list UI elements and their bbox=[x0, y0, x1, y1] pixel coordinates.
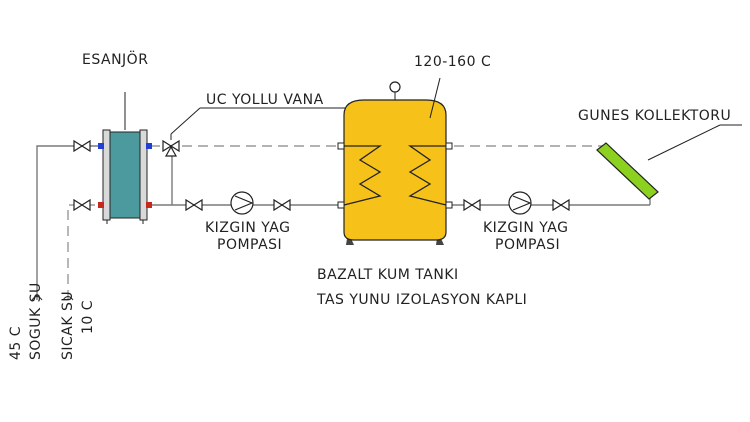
hot-water-pipe bbox=[67, 204, 105, 300]
valve-hot-inlet bbox=[73, 198, 91, 212]
cold-water-pipe bbox=[36, 145, 105, 300]
tank-coil-left bbox=[343, 145, 383, 206]
valve-right-pump-in bbox=[463, 198, 481, 212]
exchanger-port-hot-oil-return bbox=[146, 143, 152, 149]
three-way-valve-label: UC YOLLU VANA bbox=[206, 92, 324, 108]
hot-water-temp-label: 10 C bbox=[80, 300, 96, 334]
valve-cold-inlet bbox=[73, 139, 91, 153]
heat-exchanger bbox=[98, 92, 152, 224]
right-pump-label-line2: POMPASI bbox=[495, 237, 560, 253]
valve-left-pump-out bbox=[273, 198, 291, 212]
valve-right-pump-out bbox=[552, 198, 570, 212]
right-pump-label-line1: KIZGIN YAG bbox=[483, 220, 568, 236]
exchanger-port-cold bbox=[98, 143, 104, 149]
left-pump-label-line2: POMPASI bbox=[217, 237, 282, 253]
pump-left bbox=[230, 191, 254, 215]
exchanger-label: ESANJÖR bbox=[82, 50, 148, 68]
tank-coil-right bbox=[407, 145, 447, 206]
tank-temperature-label: 120-160 C bbox=[414, 54, 491, 70]
left-pump-label-line1: KIZGIN YAG bbox=[205, 220, 290, 236]
cold-water-label: SOGUK SU bbox=[28, 282, 44, 360]
pump-right bbox=[508, 191, 532, 215]
exchanger-port-hot-oil-supply bbox=[146, 202, 152, 208]
tank-label-line2: TAS YUNU IZOLASYON KAPLI bbox=[316, 292, 527, 308]
hot-water-label: SICAK SU bbox=[60, 291, 76, 360]
solar-collector bbox=[596, 124, 742, 200]
three-way-valve bbox=[162, 107, 350, 157]
basalt-sand-tank bbox=[337, 77, 453, 245]
gate-valves bbox=[73, 139, 570, 212]
tank-label-line1: BAZALT KUM TANKI bbox=[317, 267, 459, 283]
cold-water-temp-label: 45 C bbox=[8, 326, 24, 360]
valve-left-pump-in bbox=[185, 198, 203, 212]
exchanger-port-hot bbox=[98, 202, 104, 208]
collector-label: GUNES KOLLEKTORU bbox=[578, 108, 731, 124]
